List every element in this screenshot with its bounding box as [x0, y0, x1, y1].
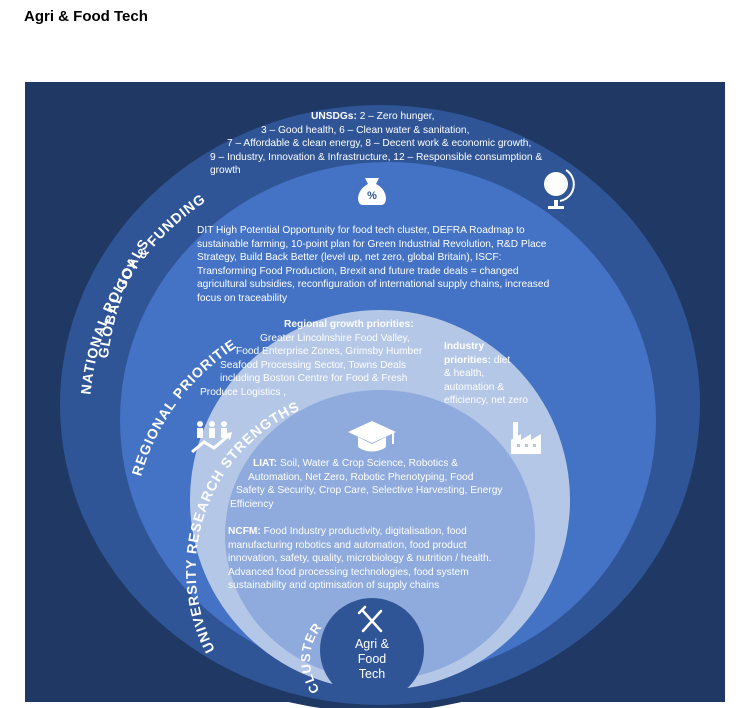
industry-priorities-text: Industry priorities: diet & health, auto… — [444, 340, 554, 408]
industry-line-5: efficiency, net zero — [444, 395, 528, 407]
money-bag-icon: % — [358, 178, 386, 205]
liat-text: LIAT: Soil, Water & Crop Science, Roboti… — [228, 457, 518, 511]
liat-line-3: Safety & Security, Crop Care, Selective … — [236, 485, 503, 497]
ncfm-text: NCFM: Food Industry productivity, digita… — [228, 525, 518, 593]
svg-text:%: % — [367, 190, 377, 202]
fork-knife-icon — [357, 605, 383, 633]
page-title: Agri & Food Tech — [24, 8, 148, 25]
graduation-cap-icon — [348, 421, 396, 452]
national-line-2: sustainable farming, 10-point plan for G… — [197, 238, 547, 250]
unsdgs-line-1: 2 – Zero hunger, — [356, 111, 435, 122]
unsdgs-text: UNSDGs: 2 – Zero hunger, 3 – Good health… — [205, 110, 585, 178]
regional-line-5: Produce Logistics , — [200, 386, 287, 398]
liat-line-1: Soil, Water & Crop Science, Robotics & — [277, 458, 458, 469]
cluster-line-3: Tech — [358, 667, 386, 681]
unsdgs-line-4: 9 – Industry, Innovation & Infrastructur… — [210, 151, 543, 163]
liat-label: LIAT: — [253, 458, 278, 469]
unsdgs-line-2: 3 – Good health, 6 – Clean water & sanit… — [261, 124, 470, 136]
regional-line-1: Greater Lincolnshire Food Valley, — [260, 332, 410, 344]
regional-line-4: including Boston Centre for Food & Fresh — [220, 373, 408, 385]
industry-line-4: automation & — [444, 381, 505, 393]
national-line-4: Transforming Food Production, Brexit and… — [197, 265, 519, 277]
cluster-line-2: Food — [357, 652, 387, 666]
factory-icon — [511, 422, 541, 454]
national-line-1: DIT High Potential Opportunity for food … — [197, 225, 525, 236]
unsdgs-line-3: 7 – Affordable & clean energy, 8 – Decen… — [227, 138, 532, 150]
industry-line-1: Industry — [444, 341, 485, 352]
ncfm-line-3: innovation, safety, quality, microbiolog… — [228, 553, 492, 565]
cluster-line-1: Agri & — [354, 637, 390, 651]
liat-line-2: Automation, Net Zero, Robotic Phenotypin… — [248, 471, 474, 483]
regional-line-2: Food Enterprise Zones, Grimsby Humber — [236, 346, 423, 358]
regional-heading: Regional growth priorities: — [284, 319, 414, 330]
ncfm-line-4: Advanced food processing technologies, f… — [228, 566, 469, 578]
regional-priorities-text: Regional growth priorities: Greater Linc… — [200, 318, 432, 400]
ncfm-line-1: Food Industry productivity, digitalisati… — [260, 526, 467, 537]
national-line-3: Strategy, Build Back Better (level up, n… — [197, 252, 502, 264]
national-policy-text: DIT High Potential Opportunity for food … — [197, 224, 587, 306]
people-growth-icon — [191, 421, 232, 454]
industry-line-3: & health, — [444, 368, 485, 380]
ncfm-label: NCFM: — [228, 526, 261, 537]
liat-line-4: Efficiency — [230, 498, 274, 510]
unsdgs-line-5: growth — [210, 165, 241, 177]
university-research-ring — [225, 390, 535, 680]
national-line-6: focus on traceability — [197, 292, 288, 304]
ncfm-line-2: manufacturing robotics and automation, f… — [228, 539, 467, 551]
unsdgs-label: UNSDGs: — [311, 111, 357, 122]
ncfm-line-5: sustainability and optimisation of suppl… — [228, 580, 440, 592]
regional-line-3: Seafood Processing Sector, Towns Deals — [220, 359, 407, 371]
cluster-center-text: Agri & Food Tech — [337, 637, 407, 682]
industry-line-2-bold: priorities: — [444, 354, 491, 366]
cluster-circle — [320, 598, 424, 702]
globe-icon — [544, 169, 575, 209]
industry-line-2-rest: diet — [490, 354, 511, 366]
national-line-5: agricultural subsidies, reconfiguration … — [197, 279, 550, 291]
